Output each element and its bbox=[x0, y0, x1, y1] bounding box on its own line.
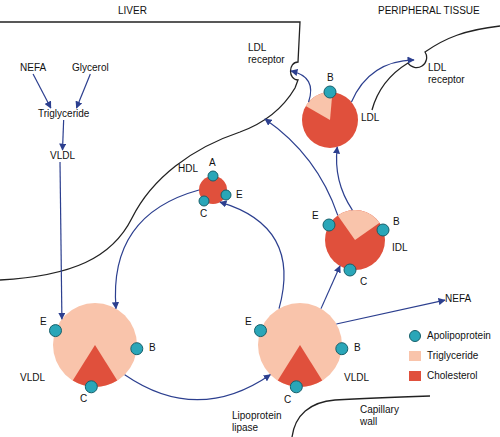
apolipoprotein-symbol bbox=[50, 325, 62, 337]
organ-title: LIVER bbox=[118, 5, 147, 17]
particle-shape bbox=[258, 303, 342, 387]
apolipoprotein-letter: E bbox=[245, 316, 252, 328]
lipoprotein-particle: LDL bbox=[302, 92, 358, 148]
particle-body bbox=[199, 176, 227, 204]
legend-text: Cholesterol bbox=[427, 370, 478, 382]
particle-name: IDL bbox=[392, 242, 408, 254]
apolipoprotein-letter: E bbox=[312, 210, 319, 222]
apolipoprotein-letter: C bbox=[80, 393, 87, 405]
particle-body bbox=[325, 210, 385, 270]
apolipoprotein-symbol bbox=[131, 343, 143, 355]
metabolite-node: NEFA bbox=[445, 293, 471, 305]
apolipoprotein-symbol bbox=[199, 196, 209, 206]
particle-name: HDL bbox=[178, 163, 198, 175]
particle-shape bbox=[302, 92, 358, 148]
metabolite-label: Triglyceride bbox=[38, 108, 89, 120]
apolipoprotein-symbol bbox=[255, 325, 267, 337]
apolipoprotein-symbol bbox=[85, 381, 97, 393]
metabolite-node: Glycerol bbox=[72, 62, 109, 74]
flow-arrow bbox=[291, 71, 311, 102]
particle-shape bbox=[325, 210, 385, 270]
lipoprotein-particle: VLDL bbox=[258, 303, 342, 387]
metabolite-label: VLDL bbox=[50, 150, 75, 162]
particle-core bbox=[73, 345, 118, 387]
apolipoprotein-letter: C bbox=[284, 394, 291, 406]
flow-arrow bbox=[125, 375, 271, 400]
apolipoprotein-symbol bbox=[377, 224, 389, 236]
particle-body bbox=[302, 92, 358, 148]
receptor-label: LDL receptor bbox=[248, 42, 296, 66]
apolipoprotein-symbol bbox=[324, 86, 336, 98]
metabolite-node: VLDL bbox=[50, 150, 75, 162]
legend-swatch bbox=[409, 330, 421, 342]
particle-core bbox=[306, 92, 333, 120]
enzyme-label: Lipoprotein lipase bbox=[232, 410, 288, 434]
flow-arrow bbox=[321, 266, 340, 309]
flow-arrow bbox=[60, 162, 62, 319]
legend-text: Apolipoprotein bbox=[427, 330, 491, 342]
apolipoprotein-symbol bbox=[323, 219, 335, 231]
lipoprotein-particle: IDL bbox=[325, 210, 385, 270]
lipoprotein-particle: VLDL bbox=[53, 303, 137, 387]
apolipoprotein-symbol bbox=[208, 171, 218, 181]
legend-text: Triglyceride bbox=[427, 350, 478, 362]
capillary-wall bbox=[292, 396, 430, 437]
legend-swatch bbox=[409, 351, 421, 361]
particle-name: LDL bbox=[361, 112, 379, 124]
apolipoprotein-symbol bbox=[344, 264, 356, 276]
particle-core bbox=[278, 345, 323, 387]
apolipoprotein-letter: B bbox=[354, 342, 361, 354]
membrane-label: Capillary wall bbox=[360, 404, 410, 428]
particle-name: VLDL bbox=[20, 372, 45, 384]
apolipoprotein-letter: C bbox=[200, 208, 207, 220]
flow-arrow bbox=[336, 300, 445, 324]
particle-shape bbox=[53, 303, 137, 387]
metabolite-label: NEFA bbox=[20, 62, 46, 74]
apolipoprotein-symbol bbox=[290, 381, 302, 393]
flow-arrow bbox=[265, 119, 338, 215]
apolipoprotein-letter: E bbox=[40, 316, 47, 328]
metabolite-node: Triglyceride bbox=[38, 108, 89, 120]
apolipoprotein-letter: B bbox=[327, 72, 334, 84]
receptor-label: LDL receptor bbox=[428, 62, 476, 86]
apolipoprotein-letter: B bbox=[393, 216, 400, 228]
metabolite-label: Glycerol bbox=[72, 62, 109, 74]
lipoprotein-particle: HDL bbox=[199, 176, 227, 204]
flow-arrow bbox=[337, 147, 353, 210]
particle-body bbox=[258, 303, 342, 387]
apolipoprotein-letter: C bbox=[360, 276, 367, 288]
flow-arrow bbox=[351, 60, 414, 102]
organ-border bbox=[0, 22, 300, 280]
apolipoprotein-letter: A bbox=[209, 157, 216, 169]
flow-arrow bbox=[76, 74, 90, 108]
organ-title: PERIPHERAL TISSUE bbox=[378, 5, 480, 17]
metabolite-node: NEFA bbox=[20, 62, 46, 74]
flow-arrow bbox=[33, 74, 51, 108]
apolipoprotein-letter: E bbox=[236, 189, 243, 201]
apolipoprotein-symbol bbox=[221, 190, 231, 200]
flow-arrow bbox=[115, 190, 199, 309]
flow-arrow bbox=[220, 202, 284, 309]
organ-border bbox=[372, 26, 500, 110]
flow-arrow bbox=[63, 120, 64, 150]
particle-body bbox=[53, 303, 137, 387]
legend-swatch bbox=[409, 371, 421, 381]
metabolite-label: NEFA bbox=[445, 293, 471, 305]
particle-name: VLDL bbox=[344, 372, 369, 384]
particle-shape bbox=[199, 176, 227, 204]
apolipoprotein-symbol bbox=[336, 343, 348, 355]
particle-core bbox=[338, 210, 380, 240]
apolipoprotein-letter: B bbox=[149, 342, 156, 354]
